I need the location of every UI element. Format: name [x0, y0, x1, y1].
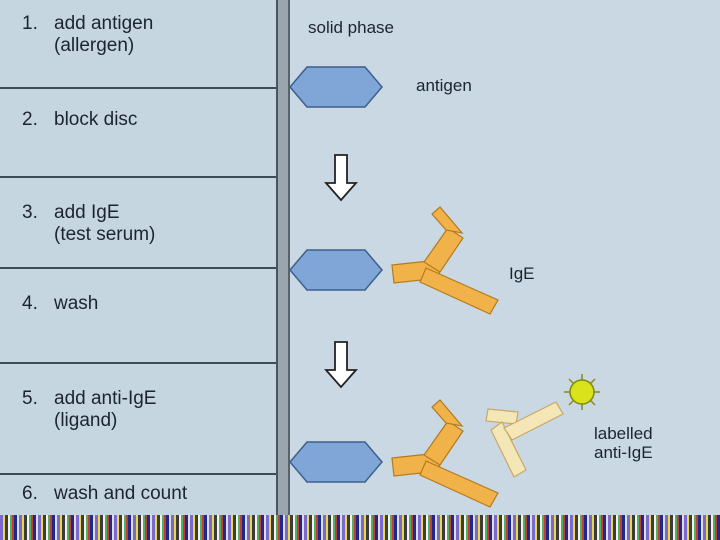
ige-antibody-1	[392, 207, 498, 314]
antigen-shape-3	[290, 442, 382, 482]
antigen-shape-1	[290, 67, 382, 107]
label-antigen: antigen	[416, 76, 472, 96]
label-solid-phase: solid phase	[308, 18, 394, 38]
label-ige: IgE	[509, 264, 535, 284]
label-labelled: labelled	[594, 424, 653, 444]
down-arrow-icon-2	[326, 342, 356, 387]
anti-ige-antibody	[486, 402, 563, 477]
down-arrow-icon-1	[326, 155, 356, 200]
label-anti-ige: anti-IgE	[594, 443, 653, 463]
ige-antibody-2	[392, 400, 498, 507]
label-dot-icon	[564, 374, 600, 410]
scan-noise-strip	[0, 515, 720, 540]
antigen-shape-2	[290, 250, 382, 290]
